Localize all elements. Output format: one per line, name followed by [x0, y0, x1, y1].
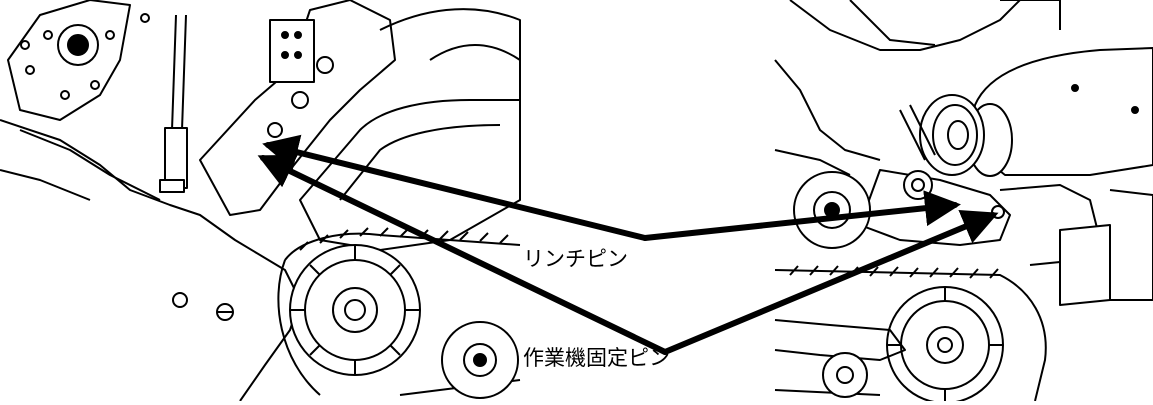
- left-gear-hub: [57, 24, 99, 66]
- left-gear-housing: [7, 0, 131, 121]
- right-sprocket: [886, 286, 1004, 404]
- left-machine-illustration: [0, 0, 521, 402]
- right-pulley: [919, 94, 985, 176]
- arrow-winch-pin-to-right: [642, 190, 961, 241]
- left-track-frame: [299, 99, 521, 251]
- arrow-winch-pin-to-left: [262, 134, 648, 241]
- right-crawler-track: [774, 269, 1047, 402]
- right-left-wheel: [793, 171, 871, 249]
- attachment-fixing-pin-label: 作業機固定ピン: [523, 346, 670, 370]
- left-sprocket: [289, 244, 421, 376]
- arrow-fixing-pin-to-left: [257, 154, 668, 355]
- left-body-wedge: [0, 119, 301, 402]
- arrow-fixing-pin-to-right: [662, 209, 999, 355]
- right-machine-illustration: [774, 0, 1153, 404]
- left-rod: [171, 14, 187, 131]
- winch-pin-label: リンチピン: [523, 247, 628, 271]
- callout-arrows: [257, 134, 999, 355]
- right-side-panel: [1059, 224, 1111, 306]
